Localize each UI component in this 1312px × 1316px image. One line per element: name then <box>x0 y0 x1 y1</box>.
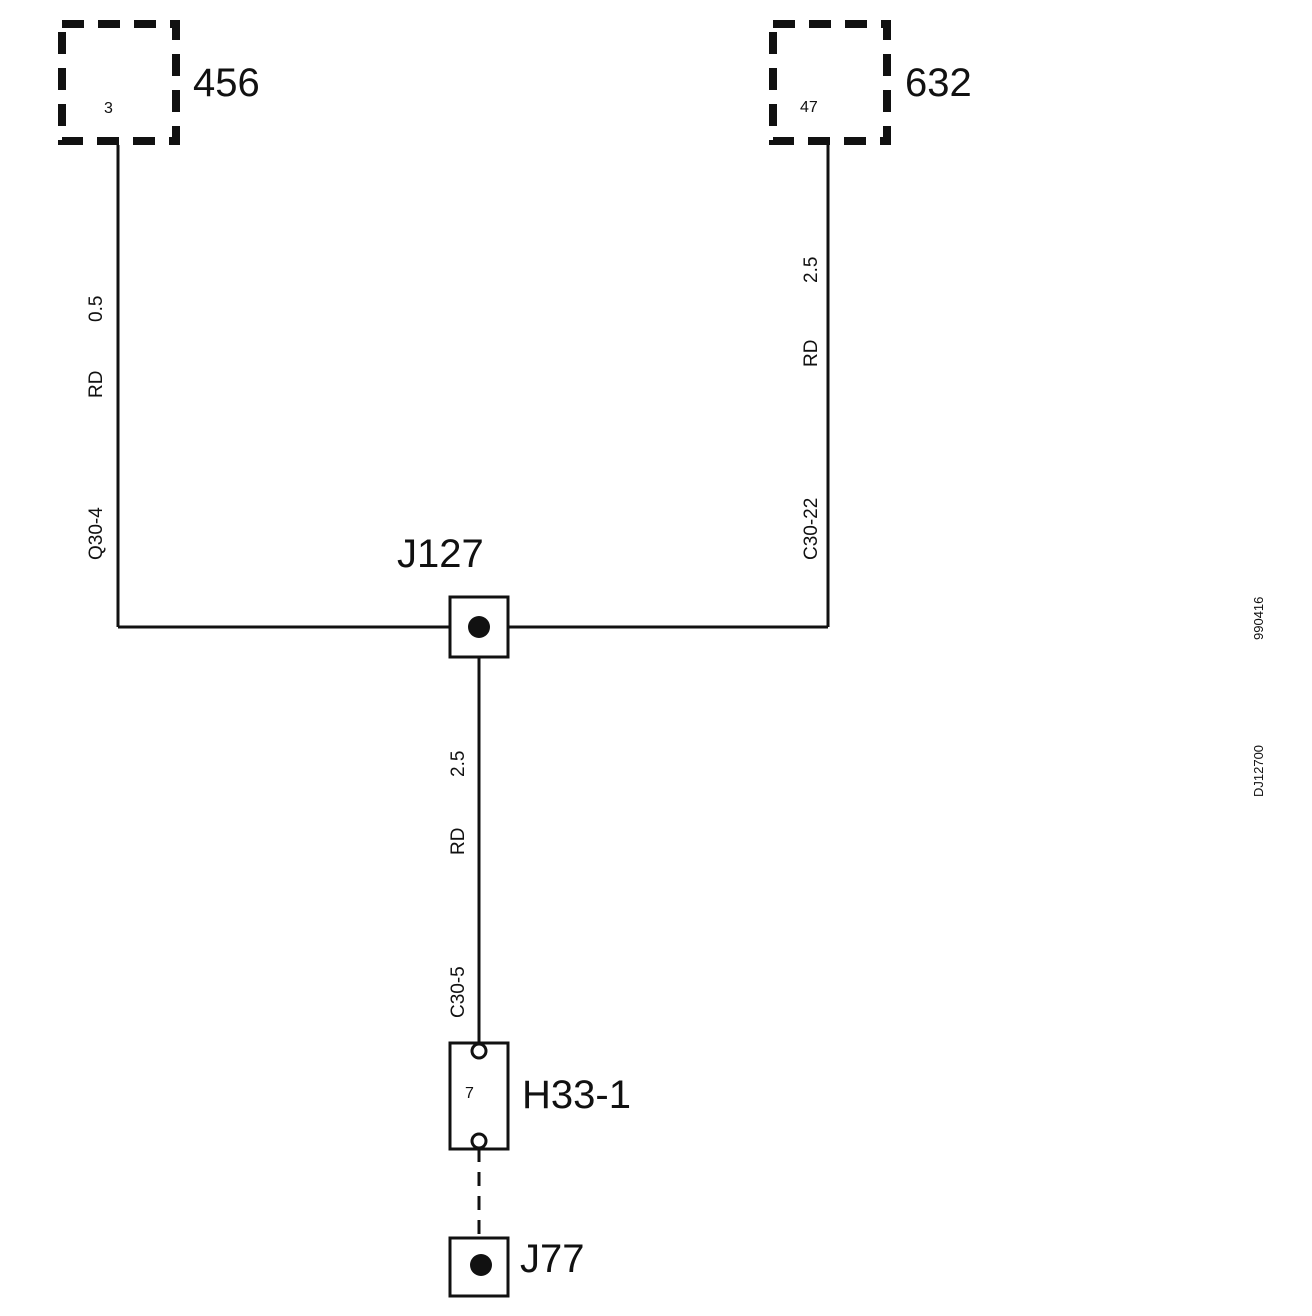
module-456-label: 456 <box>193 61 260 105</box>
connector-h33-1-pin: 7 <box>465 1085 474 1102</box>
module-632-label: 632 <box>905 61 972 105</box>
wire-down-size: 2.5 <box>448 751 469 777</box>
ground-j77-dot <box>470 1254 492 1276</box>
connector-h33-1-bottom-pin <box>470 1132 488 1150</box>
splice-j127-dot <box>468 616 490 638</box>
wire-right-color: RD <box>801 340 822 367</box>
wire-down-color: RD <box>448 828 469 855</box>
module-632-box <box>769 20 891 145</box>
wire-left-code: Q30-4 <box>86 507 107 560</box>
connector-h33-1-top-pin <box>470 1042 488 1060</box>
wire-left-size: 0.5 <box>86 296 107 322</box>
splice-j127-label: J127 <box>397 532 484 576</box>
side-code-bottom: DJ12700 <box>1251 745 1266 797</box>
module-456-box <box>58 20 180 145</box>
wire-right-size: 2.5 <box>801 257 822 283</box>
ground-j77-label: J77 <box>520 1237 585 1281</box>
module-456-pin: 3 <box>104 100 113 117</box>
wire-right-code: C30-22 <box>801 498 822 560</box>
module-632-pin: 47 <box>800 99 818 116</box>
connector-h33-1-label: H33-1 <box>522 1073 631 1117</box>
wire-left-color: RD <box>86 371 107 398</box>
wire-down-code: C30-5 <box>448 966 469 1018</box>
side-code-top: 990416 <box>1251 597 1266 640</box>
